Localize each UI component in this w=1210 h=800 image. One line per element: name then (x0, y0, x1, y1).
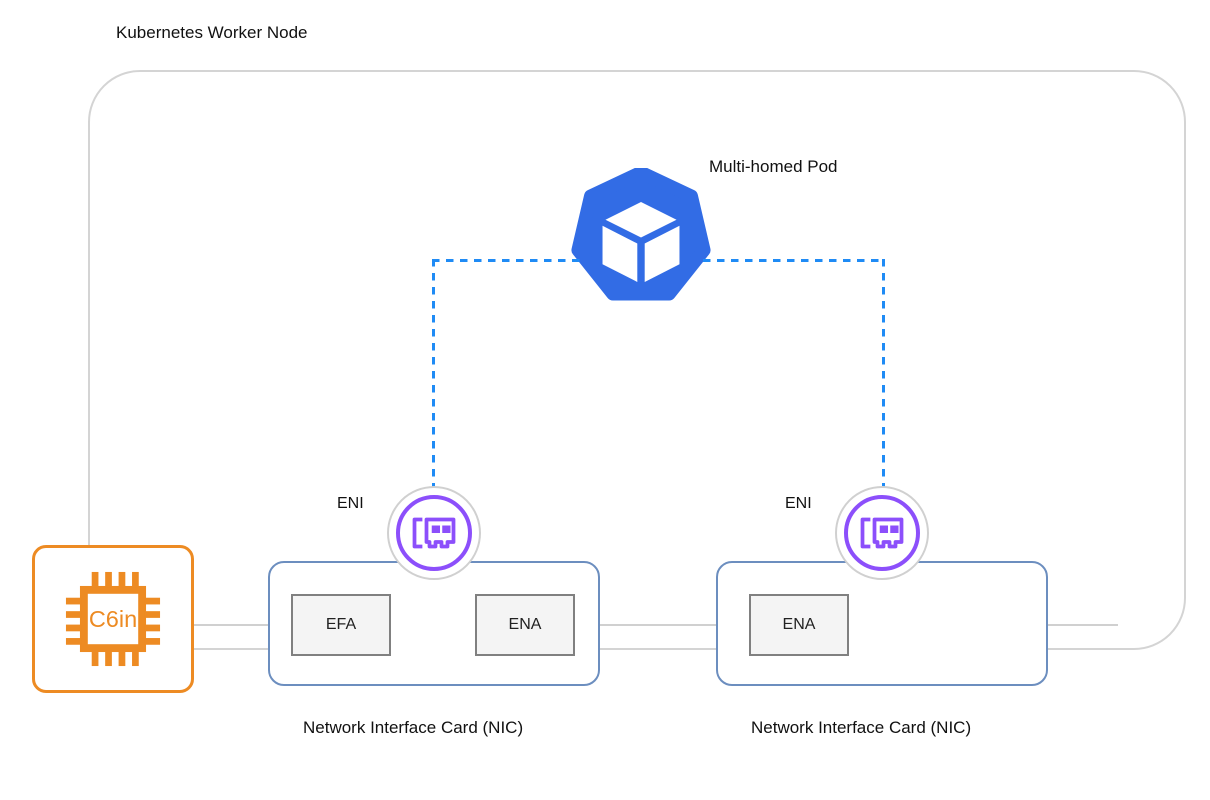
c6in-instance-box: C6in (32, 545, 194, 693)
network-interface-card-icon (412, 517, 456, 549)
eni-label-right: ENI (785, 495, 812, 512)
eni-badge-left (387, 486, 481, 580)
adapter-ena-right: ENA (749, 594, 849, 656)
adapter-ena-left: ENA (475, 594, 575, 656)
instance-to-left-nic-connector (194, 624, 270, 626)
right-nic-to-node-boundary-connector (1046, 624, 1118, 626)
eni-ring-right (844, 495, 920, 571)
nic-caption-right: Network Interface Card (NIC) (751, 718, 972, 737)
pod-label: Multi-homed Pod (709, 157, 838, 176)
eni-badge-right (835, 486, 929, 580)
eni-ring-left (396, 495, 472, 571)
adapter-efa: EFA (291, 594, 391, 656)
eni-label-left: ENI (337, 495, 364, 512)
left-nic-to-right-nic-connector (598, 624, 718, 626)
pod-to-left-eni-link-horizontal (432, 259, 580, 262)
nic-caption-left: Network Interface Card (NIC) (303, 718, 524, 737)
pod-to-right-eni-link-horizontal (703, 259, 885, 262)
c6in-label: C6in (89, 606, 137, 632)
pod-to-right-eni-link-vertical (882, 259, 885, 488)
cpu-chip-icon: C6in (65, 571, 161, 667)
worker-node-title: Kubernetes Worker Node (116, 23, 308, 42)
pod-to-left-eni-link-vertical (432, 259, 435, 488)
kubernetes-pod-icon (567, 168, 715, 316)
network-interface-card-icon (860, 517, 904, 549)
worker-node-boundary (88, 70, 1186, 650)
